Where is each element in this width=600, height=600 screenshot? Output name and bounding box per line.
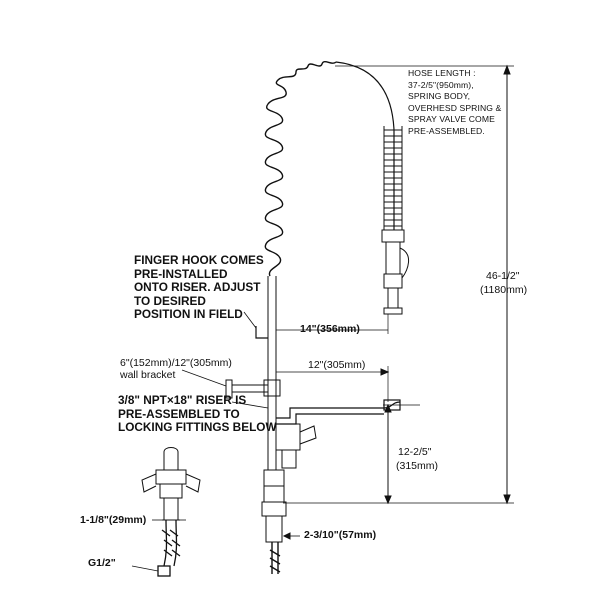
valve-body [275,423,317,469]
inlet-detail [141,447,201,521]
supply-line-main [269,542,281,574]
finger-hook-note: FINGER HOOK COMES PRE-INSTALLED ONTO RIS… [134,253,264,322]
wall-bracket [225,379,281,399]
wall-bracket-note: 6"(152mm)/12"(305mm) wall bracket [120,357,232,381]
wall-bracket-leader [181,369,227,387]
finger-hook [255,326,268,339]
overall-height-label: 46-1/2" [486,270,520,282]
hose-spring-body [383,126,403,230]
riser-leader [231,401,269,409]
hose-length-note: HOSE LENGTH : 37-2/5"(950mm), SPRING BOD… [408,68,502,136]
overall-height-dimension [283,64,514,505]
overhead-spring [264,61,337,277]
inlet-thread-leader [131,565,159,572]
finger-hook-leader [243,311,257,329]
riser-pipe [267,276,277,470]
spout-reach-label: 12"(305mm) [308,359,366,371]
supply-lines-inlet [157,519,181,577]
riser-note: 3/8" NPT×18" RISER IS PRE-ASSEMBLED TO L… [118,393,277,435]
spout-reach-dimension [276,366,390,402]
spout-height-mm-label: (315mm) [396,460,439,472]
base-width-dimension [282,532,300,540]
swing-spout [276,399,401,425]
hose-offset-label: 14"(356mm) [300,323,360,335]
hose [335,61,395,230]
spray-valve [381,229,409,315]
hose-offset-dimension [276,314,389,334]
inlet-thread-label: G1/2" [88,557,116,569]
base-flange [261,469,287,543]
overall-height-mm-label: (1180mm) [480,284,528,296]
base-width-label: 2-3/10"(57mm) [304,529,377,541]
spout-height-label: 12-2/5" [398,446,432,458]
inlet-spacing-label: 1-1/8"(29mm) [80,514,147,526]
